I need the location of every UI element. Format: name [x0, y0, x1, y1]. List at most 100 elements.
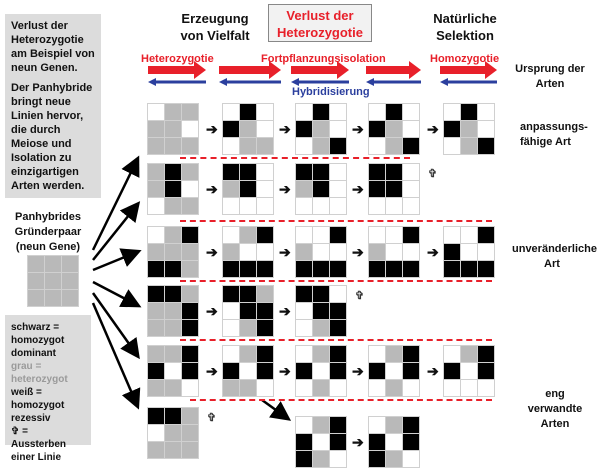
legend-kreuz: ✞ = Aussterben einer Linie	[11, 426, 67, 463]
gene-cell	[182, 164, 198, 180]
gene-cell	[330, 320, 346, 336]
gene-cell	[223, 261, 239, 277]
lineage-grid	[368, 163, 420, 215]
gene-cell	[478, 104, 494, 120]
gene-cell	[148, 164, 164, 180]
gene-cell	[461, 380, 477, 396]
step-arrow-icon: ➔	[206, 303, 218, 319]
gene-cell	[296, 138, 312, 154]
gene-cell	[182, 181, 198, 197]
gene-cell	[182, 104, 198, 120]
legend-grau: grau = heterozygot	[11, 361, 68, 385]
gene-cell	[313, 227, 329, 243]
gene-cell	[148, 121, 164, 137]
step-arrow-icon: ➔	[279, 303, 291, 319]
gene-cell	[148, 261, 164, 277]
gene-cell	[257, 198, 273, 214]
branch-arrow-icon	[261, 398, 292, 421]
gene-cell	[148, 303, 164, 319]
gene-cell	[313, 451, 329, 467]
step-arrow-icon: ➔	[352, 121, 364, 137]
gene-cell	[313, 164, 329, 180]
extinct-cross-icon: ✞	[355, 290, 365, 302]
gene-cell	[403, 417, 419, 433]
gene-cell	[223, 138, 239, 154]
step-arrow-icon: ➔	[206, 181, 218, 197]
step-arrow-icon: ➔	[279, 363, 291, 379]
gene-cell	[461, 261, 477, 277]
gene-cell	[478, 227, 494, 243]
lineage-grid	[443, 345, 495, 397]
gene-cell	[313, 346, 329, 362]
gene-cell	[369, 227, 385, 243]
gene-cell	[444, 261, 460, 277]
gene-cell	[165, 244, 181, 260]
branch-arrow-icon	[91, 292, 140, 360]
gene-cell	[313, 320, 329, 336]
step-arrow-icon: ➔	[206, 244, 218, 260]
branch-arrow-icon	[91, 302, 141, 410]
step-arrow-icon: ➔	[279, 121, 291, 137]
gene-cell	[223, 363, 239, 379]
gene-cell	[257, 227, 273, 243]
lineage-grid	[368, 345, 420, 397]
gene-cell	[330, 303, 346, 319]
back-blue-arrow-icon	[440, 78, 497, 86]
gene-cell	[478, 121, 494, 137]
gene-cell	[45, 273, 61, 289]
step-arrow-icon: ➔	[352, 363, 364, 379]
gene-cell	[313, 380, 329, 396]
header-ursprung: Ursprung der Arten	[515, 63, 585, 90]
step-arrow-icon: ➔	[206, 121, 218, 137]
gene-cell	[148, 198, 164, 214]
gene-cell	[257, 138, 273, 154]
row-label-anpassung: anpassungs- fähige Art	[520, 121, 588, 148]
gene-cell	[369, 181, 385, 197]
gene-cell	[296, 303, 312, 319]
forward-red-arrow-icon	[440, 61, 497, 79]
gene-cell	[403, 138, 419, 154]
gene-cell	[240, 181, 256, 197]
gene-cell	[313, 303, 329, 319]
step-arrow-icon: ➔	[279, 244, 291, 260]
gene-cell	[330, 227, 346, 243]
step-arrow-icon: ➔	[427, 244, 439, 260]
gene-cell	[313, 138, 329, 154]
extinct-cross-icon: ✞	[207, 412, 217, 424]
gene-cell	[461, 121, 477, 137]
gene-cell	[403, 346, 419, 362]
separator-line	[190, 399, 492, 401]
gene-cell	[182, 303, 198, 319]
lineage-grid	[222, 226, 274, 278]
gene-cell	[257, 104, 273, 120]
gene-cell	[296, 164, 312, 180]
gene-cell	[182, 286, 198, 302]
gene-cell	[403, 164, 419, 180]
gene-cell	[403, 181, 419, 197]
gene-cell	[369, 121, 385, 137]
gene-cell	[386, 261, 402, 277]
gene-cell	[240, 363, 256, 379]
back-blue-arrow-icon	[366, 78, 421, 86]
gene-cell	[240, 164, 256, 180]
gene-cell	[296, 227, 312, 243]
lineage-grid	[368, 226, 420, 278]
gene-cell	[369, 451, 385, 467]
lineage-grid	[147, 345, 199, 397]
gene-cell	[386, 164, 402, 180]
gene-cell	[148, 346, 164, 362]
legend-box: schwarz = homozygot dominant grau = hete…	[5, 315, 91, 463]
gene-cell	[403, 363, 419, 379]
gene-cell	[369, 434, 385, 450]
gene-cell	[257, 320, 273, 336]
gene-cell	[369, 380, 385, 396]
gene-cell	[386, 104, 402, 120]
gene-cell	[296, 121, 312, 137]
gene-cell	[148, 425, 164, 441]
gene-cell	[165, 121, 181, 137]
gene-cell	[313, 434, 329, 450]
gene-cell	[45, 256, 61, 272]
label-fortpflanzungsisolation: Fortpflanzungsisolation	[261, 53, 386, 65]
gene-cell	[444, 244, 460, 260]
gene-cell	[330, 121, 346, 137]
